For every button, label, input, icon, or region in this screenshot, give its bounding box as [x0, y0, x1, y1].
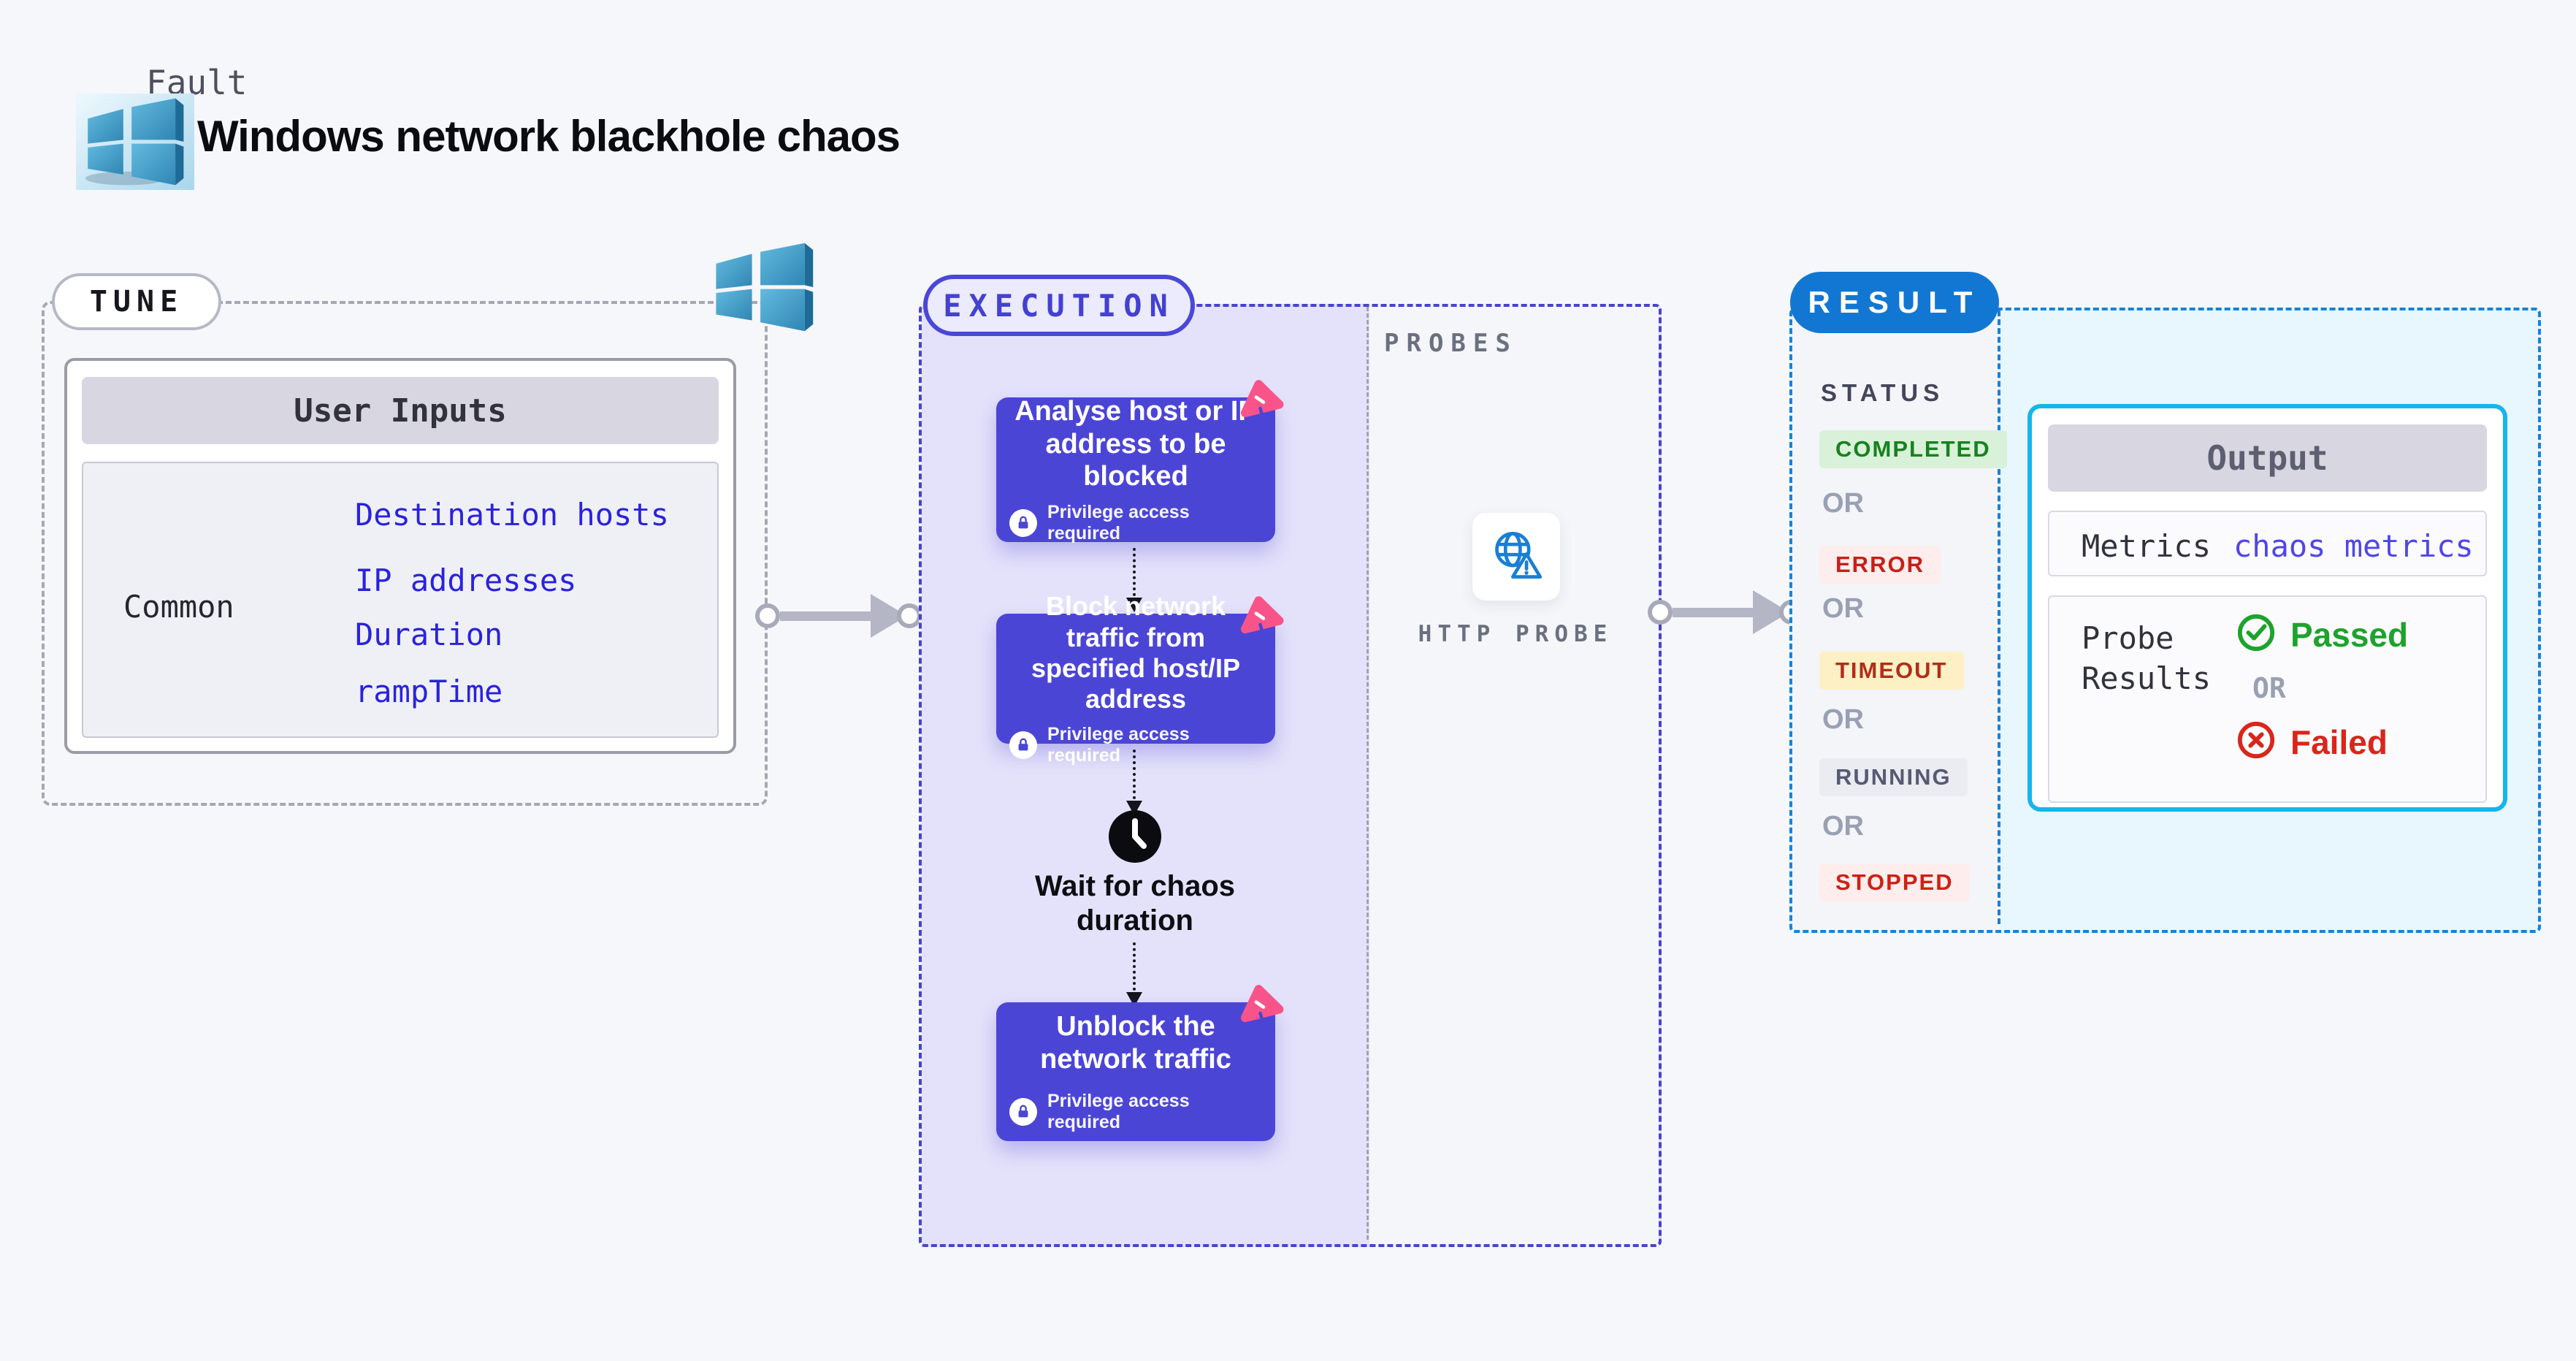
output-title: Output — [2048, 424, 2487, 492]
wait-step-label: Wait for chaos duration — [1034, 870, 1236, 937]
execution-pill: EXECUTION — [923, 275, 1195, 336]
step-label: Block network traffic from specified hos… — [1031, 591, 1241, 714]
failed-label: Failed — [2290, 723, 2388, 761]
failed-row: Failed — [2236, 720, 2408, 763]
user-inputs-table: Common Destination hosts IP addresses Du… — [82, 462, 719, 738]
or-label: OR — [1822, 593, 1864, 624]
http-probe-label: HTTP PROBE — [1418, 621, 1613, 647]
check-circle-icon — [2236, 613, 2276, 656]
tune-region — [42, 301, 768, 806]
step-block-traffic[interactable]: Block network traffic from specified hos… — [996, 591, 1284, 766]
privilege-note: Privilege access required — [1009, 502, 1262, 544]
status-badge-completed: COMPLETED — [1819, 430, 2007, 468]
input-row-label: Common — [123, 589, 234, 625]
windows-logo-small-icon — [704, 238, 824, 336]
result-pill: RESULT — [1790, 272, 1999, 333]
privilege-note: Privilege access required — [1009, 1091, 1262, 1133]
result-divider — [1998, 310, 2000, 924]
privilege-note: Privilege access required — [1009, 724, 1262, 766]
or-label: OR — [1822, 488, 1864, 519]
page-title: Windows network blackhole chaos — [197, 112, 901, 161]
input-link-destination-hosts[interactable]: Destination hosts — [355, 497, 669, 533]
step-connector — [1133, 942, 1136, 991]
lock-icon — [1009, 1097, 1037, 1126]
status-badge-timeout: TIMEOUT — [1819, 652, 1964, 690]
arrow-end-dot — [897, 603, 922, 628]
step-label: Unblock the network traffic — [1040, 1011, 1231, 1075]
probes-to-result-arrow — [1648, 587, 1804, 637]
probe-results-values: Passed OR Failed — [2236, 613, 2408, 763]
chaos-metrics-link[interactable]: chaos metrics — [2233, 528, 2474, 564]
clock-icon — [1108, 809, 1162, 864]
chaos-pinwheel-icon — [1232, 375, 1290, 429]
arrow-shaft — [1673, 607, 1754, 617]
passed-label: Passed — [2290, 615, 2409, 654]
arrow-start-dot — [1648, 600, 1673, 625]
lock-icon — [1009, 731, 1037, 759]
step-label: Analyse host or IP address to be blocked — [1014, 395, 1257, 492]
user-inputs-title: User Inputs — [82, 377, 719, 444]
metrics-row: Metrics chaos metrics — [2048, 511, 2487, 576]
tune-pill: TUNE — [52, 273, 221, 330]
output-card: Output Metrics chaos metrics Probe Resul… — [2027, 404, 2507, 812]
lock-icon — [1009, 509, 1037, 538]
globe-warning-icon — [1488, 527, 1545, 587]
status-badge-stopped: STOPPED — [1819, 864, 1970, 901]
status-badge-running: RUNNING — [1819, 758, 1968, 796]
or-label: OR — [2252, 672, 2286, 704]
step-unblock-traffic[interactable]: Unblock the network traffic Privilege ac… — [996, 985, 1284, 1141]
connector-arrowhead — [1126, 598, 1142, 612]
tune-to-execution-arrow — [755, 591, 922, 641]
input-link-ramptime[interactable]: rampTime — [355, 674, 503, 709]
input-link-duration[interactable]: Duration — [355, 617, 503, 652]
step-analyse-host[interactable]: Analyse host or IP address to be blocked… — [996, 380, 1284, 544]
execution-probes-divider — [1367, 307, 1369, 1240]
step-connector — [1133, 548, 1136, 596]
windows-logo-icon — [76, 94, 194, 190]
x-circle-icon — [2236, 720, 2276, 763]
arrow-start-dot — [755, 603, 780, 628]
input-link-ip-addresses[interactable]: IP addresses — [355, 563, 577, 598]
probes-section-label: PROBES — [1384, 329, 1518, 358]
or-label: OR — [1822, 704, 1864, 735]
http-probe-card[interactable] — [1472, 513, 1560, 601]
probe-results-label: Probe Results — [2082, 620, 2212, 696]
passed-row: Passed — [2236, 613, 2408, 656]
step-connector — [1133, 750, 1136, 799]
status-badge-error: ERROR — [1819, 546, 1941, 584]
probe-results-row: Probe Results Passed OR — [2048, 595, 2487, 803]
status-title: STATUS — [1821, 379, 1945, 406]
user-inputs-card: User Inputs Common Destination hosts IP … — [64, 358, 736, 754]
or-label: OR — [1822, 811, 1864, 842]
chaos-pinwheel-icon — [1232, 980, 1290, 1034]
arrow-shaft — [780, 611, 872, 621]
metrics-label: Metrics — [2082, 528, 2212, 564]
chaos-pinwheel-icon — [1232, 592, 1290, 645]
